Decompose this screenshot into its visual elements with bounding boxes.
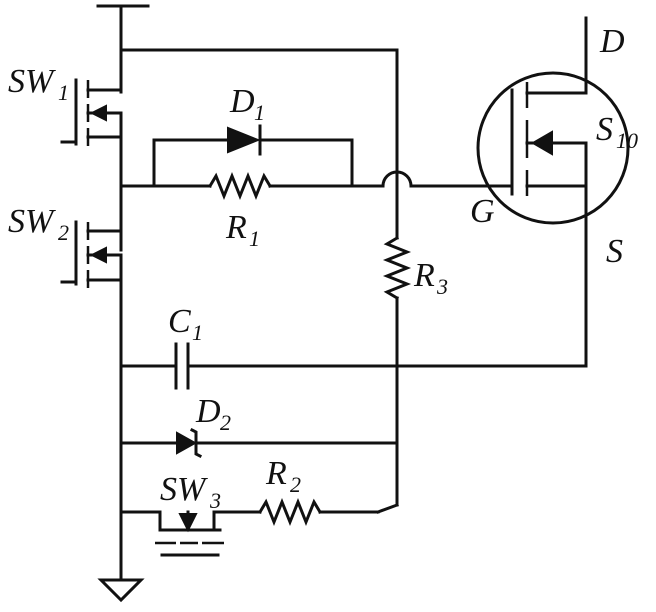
label-c1: C 1 [168,303,203,345]
gate-network [119,138,514,188]
svg-text:C: C [168,303,191,340]
switch-sw1 [60,68,123,188]
svg-text:2: 2 [58,220,69,245]
svg-text:R: R [225,209,247,246]
svg-text:1: 1 [254,100,265,125]
label-sw1: SW 1 [8,63,69,105]
diode-d2 [119,427,399,459]
resistor-r3 [382,235,412,507]
ground-symbol [97,510,145,603]
label-sw2: SW 2 [8,203,69,245]
label-s10: S 10 [596,111,638,153]
svg-text:D: D [229,83,255,120]
svg-text:3: 3 [209,488,221,513]
resistor-r2 [257,497,399,527]
label-drain: D [599,23,625,60]
svg-text:R: R [265,455,287,492]
svg-text:R: R [413,257,435,294]
switch-sw2 [60,184,123,578]
label-source: S [606,233,623,270]
svg-text:1: 1 [192,320,203,345]
label-d1: D 1 [229,83,265,125]
svg-text:3: 3 [436,274,448,299]
svg-text:2: 2 [220,410,231,435]
label-r1: R 1 [225,209,260,251]
svg-text:1: 1 [249,226,260,251]
svg-text:SW: SW [8,63,56,100]
resistor-r1 [207,171,273,201]
svg-text:2: 2 [290,472,301,497]
switch-sw3 [119,510,262,557]
label-r2: R 2 [265,455,301,497]
svg-text:SW: SW [160,471,208,508]
svg-text:S: S [596,111,613,148]
svg-text:D: D [195,393,221,430]
wire-top [119,48,399,240]
label-r3: R 3 [413,257,448,299]
svg-text:1: 1 [58,80,69,105]
label-d2: D 2 [195,393,231,435]
svg-text:SW: SW [8,203,56,240]
label-gate: G [470,193,495,230]
svg-text:10: 10 [616,128,638,153]
mosfet-s10 [476,16,630,368]
label-sw3: SW 3 [160,471,221,513]
capacitor-c1 [119,342,588,390]
diode-d1 [227,124,262,156]
